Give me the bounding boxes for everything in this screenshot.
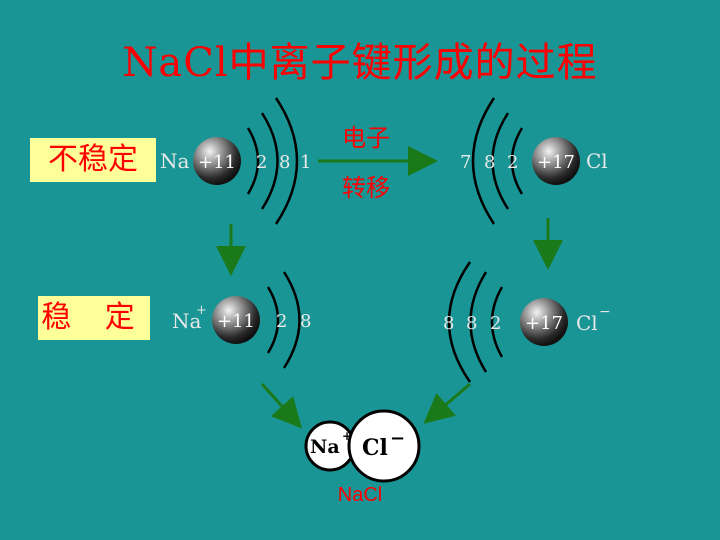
- na-shell-1: [246, 127, 260, 195]
- compound-na-symbol: Na: [310, 436, 340, 458]
- cl-ion-shell-electrons-middle: 8: [466, 313, 477, 334]
- na-ion-symbol: Na: [172, 309, 202, 333]
- cl-atom-unstable: 7 8 2 +17 Cl: [460, 97, 608, 225]
- cl-ion-shell-electrons-outer: 8: [443, 313, 454, 334]
- cl-ion-nucleus: [520, 298, 568, 346]
- nacl-compound: Na + Cl −: [304, 409, 421, 483]
- compound-cl-charge: −: [390, 428, 405, 449]
- na-shell-electrons-3: 1: [300, 152, 311, 173]
- cl-ion-shell-electrons-inner: 2: [490, 313, 501, 334]
- na-ion-nucleus-charge: +11: [217, 311, 255, 332]
- cl-ion-symbol: Cl: [576, 311, 598, 335]
- unstable-label: 不稳定: [30, 138, 156, 182]
- cl-symbol: Cl: [586, 149, 608, 173]
- compound-label: NaCl: [337, 484, 383, 506]
- cl-shell-2: [491, 112, 510, 210]
- cl-ion-nucleus-charge: +17: [525, 313, 563, 334]
- cl-ion-charge: −: [599, 304, 611, 320]
- cl-ion-stable: 8 8 2 +17 Cl −: [443, 261, 611, 383]
- cl-shell-electrons-outer: 7: [460, 152, 471, 173]
- cl-shell-electrons-inner: 2: [507, 152, 518, 173]
- cl-shell-1: [510, 127, 524, 195]
- na-to-compound-arrow: [260, 382, 303, 429]
- compound-na-charge: +: [342, 429, 352, 443]
- na-ion-shell-electrons-2: 8: [300, 311, 311, 332]
- transfer-label-line1: 电子: [342, 124, 390, 152]
- na-nucleus: [193, 137, 241, 185]
- na-ion-shell-1: [266, 286, 280, 354]
- cl-ion-circle: [347, 409, 421, 483]
- na-ion-shell-electrons-1: 2: [276, 311, 287, 332]
- na-shell-electrons-1: 2: [256, 152, 267, 173]
- na-shell-electrons-2: 8: [279, 152, 290, 173]
- cl-ion-shell-2: [469, 271, 488, 373]
- stable-label: 稳 定: [38, 296, 150, 340]
- cl-to-compound-arrow: [423, 382, 471, 424]
- na-shell-3: [274, 97, 299, 225]
- na-ion-stable: Na + +11 2 8: [172, 271, 311, 369]
- cl-ion-shell-3: [447, 261, 472, 383]
- na-nucleus-charge: +11: [198, 152, 236, 173]
- cl-nucleus-charge: +17: [537, 152, 575, 173]
- na-shell-2: [260, 112, 279, 210]
- compound-cl-symbol: Cl: [362, 435, 388, 461]
- na-ion-charge: +: [196, 303, 207, 318]
- na-ion-shell-2: [282, 271, 301, 369]
- cl-nucleus: [532, 137, 580, 185]
- transfer-label-line2: 转移: [342, 174, 390, 202]
- na-ion-nucleus: [212, 296, 260, 344]
- cl-shell-3: [471, 97, 496, 225]
- page-title: NaCl中离子键形成的过程: [122, 40, 598, 86]
- na-symbol: Na: [160, 149, 190, 173]
- cl-ion-shell-1: [490, 286, 504, 358]
- na-atom-unstable: Na +11 2 8 1: [160, 97, 311, 225]
- cl-shell-electrons-middle: 8: [484, 152, 495, 173]
